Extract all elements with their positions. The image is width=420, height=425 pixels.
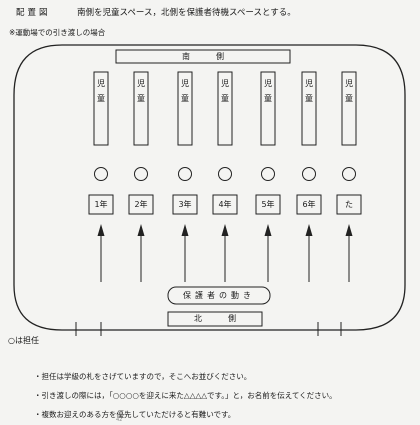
page-mark: 42 [116, 417, 123, 423]
grade-box [128, 194, 154, 215]
student-area [217, 71, 233, 146]
student-label: 児童 [97, 79, 105, 103]
movement-box [167, 286, 271, 305]
student-label: 児童 [345, 79, 353, 103]
arrow-head [345, 224, 353, 236]
arrow-head [264, 224, 272, 236]
arrow-head [305, 224, 313, 236]
bullet-list: ・担任は学級の札をさげていますので，そこへお並びください。 ・引き渡しの際には，… [34, 367, 337, 424]
arrow-head [221, 224, 229, 236]
grade-label: 5年 [261, 200, 275, 209]
teacher-marker [302, 167, 316, 181]
grade-label: 2年 [134, 200, 148, 209]
student-label: 児童 [181, 79, 189, 103]
bullet-item: ・担任は学級の札をさげていますので，そこへお並びください。 [34, 372, 252, 381]
arrow-head [137, 224, 145, 236]
field-boundary [13, 44, 406, 331]
student-area [301, 71, 317, 146]
arrow-head [181, 224, 189, 236]
student-area [341, 71, 357, 146]
student-label: 児童 [221, 79, 229, 103]
movement-label: 保護者の動き [183, 291, 255, 300]
grade-label: た [345, 200, 353, 209]
bullet-item: ・複数お迎えのある方を優先していただけると有難いです。 [34, 410, 236, 419]
teacher-marker [94, 167, 108, 181]
arrow-head [97, 224, 105, 236]
student-area [93, 71, 109, 146]
grade-label: 6年 [302, 200, 316, 209]
grade-label: 4年 [218, 200, 232, 209]
header-text: 南側を児童スペース，北側を保護者待機スペースとする。 [77, 8, 296, 18]
teacher-marker [218, 167, 232, 181]
grade-label: 1年 [94, 200, 108, 209]
grade-box [336, 194, 362, 215]
student-area [260, 71, 276, 146]
teacher-marker [261, 167, 275, 181]
grade-box [212, 194, 238, 215]
grade-box [88, 194, 114, 215]
teacher-marker [342, 167, 356, 181]
student-label: 児童 [137, 79, 145, 103]
grade-box [296, 194, 322, 215]
teacher-marker [178, 167, 192, 181]
student-area [177, 71, 193, 146]
teacher-marker [134, 167, 148, 181]
grade-box [172, 194, 198, 215]
note-text: ※運動場での引き渡しの場合 [9, 28, 106, 37]
grade-label: 3年 [178, 200, 192, 209]
south-box [115, 49, 291, 64]
header-label: 配置図 [16, 8, 51, 18]
bullet-item: ・引き渡しの際には，「○○○○を迎えに来た△△△△です。」と，お名前を伝えてくだ… [34, 391, 337, 400]
student-label: 児童 [264, 79, 272, 103]
south-label: 南側 [182, 52, 250, 61]
student-label: 児童 [305, 79, 313, 103]
grade-box [255, 194, 281, 215]
student-area [133, 71, 149, 146]
legend-text: ○は担任 [8, 336, 39, 345]
north-box [167, 311, 263, 327]
north-label: 北側 [194, 314, 262, 323]
